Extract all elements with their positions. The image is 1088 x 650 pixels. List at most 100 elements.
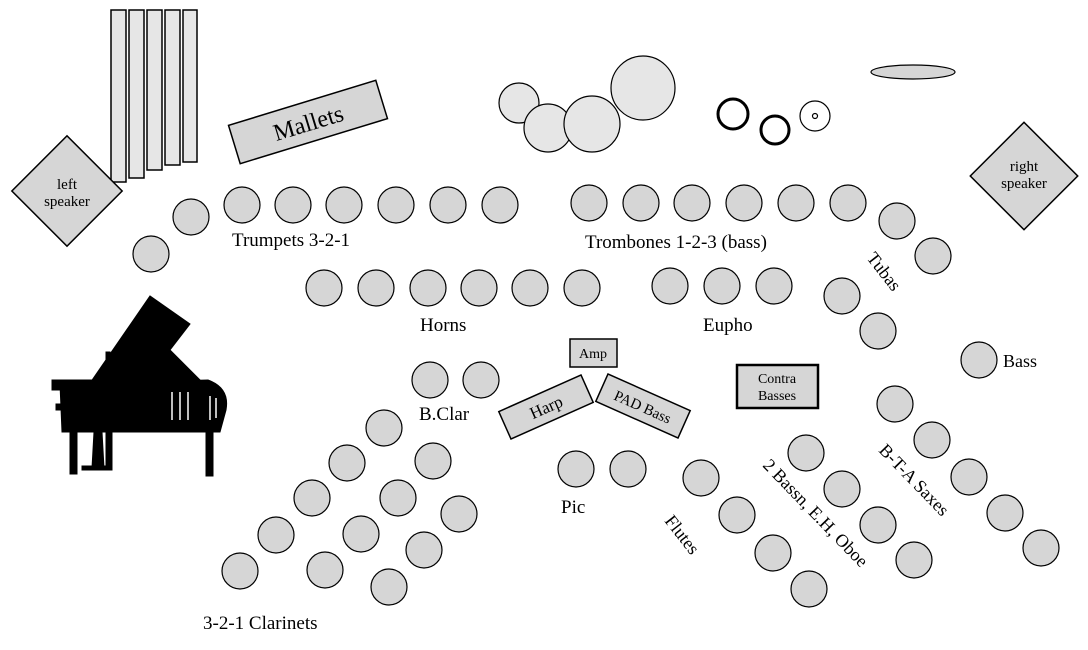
seat xyxy=(405,531,443,569)
seat xyxy=(325,186,363,224)
seat xyxy=(305,269,343,307)
seat xyxy=(914,237,952,275)
chimes-icon xyxy=(110,9,198,183)
seat xyxy=(790,570,828,608)
horn-seats xyxy=(305,269,601,307)
seat xyxy=(950,458,988,496)
seat xyxy=(876,385,914,423)
seat xyxy=(895,541,933,579)
seat xyxy=(754,534,792,572)
seat xyxy=(755,267,793,305)
seat xyxy=(460,269,498,307)
horns-label: Horns xyxy=(420,315,466,336)
seat xyxy=(913,421,951,459)
seat xyxy=(414,442,452,480)
pic-label: Pic xyxy=(561,497,585,518)
seat xyxy=(462,361,500,399)
trombones-label: Trombones 1-2-3 (bass) xyxy=(585,232,767,253)
seat xyxy=(511,269,549,307)
seat xyxy=(293,479,331,517)
seat xyxy=(829,184,867,222)
seat xyxy=(306,551,344,589)
seat xyxy=(777,184,815,222)
flutes-label: Flutes xyxy=(661,511,704,558)
harp-box: Harp xyxy=(497,374,595,440)
left-speaker-label-2: speaker xyxy=(44,194,90,210)
euphonium-seats xyxy=(651,267,793,305)
seat xyxy=(172,198,210,236)
seat xyxy=(557,450,595,488)
seat xyxy=(823,277,861,315)
seat xyxy=(622,184,660,222)
seat xyxy=(823,470,861,508)
bass-label: Bass xyxy=(1003,351,1037,371)
seat xyxy=(379,479,417,517)
clarinet-seats xyxy=(221,409,478,606)
seat xyxy=(365,409,403,447)
contra-basses-label-2: Basses xyxy=(758,389,796,404)
b-clar-label: B.Clar xyxy=(419,404,470,425)
sax-seats xyxy=(876,385,1060,567)
right-speaker xyxy=(969,121,1079,231)
amp-label: Amp xyxy=(579,347,607,362)
left-speaker xyxy=(10,134,124,248)
seat xyxy=(725,184,763,222)
flute-seats xyxy=(682,459,828,608)
right-speaker-label-2: speaker xyxy=(1001,176,1047,192)
contra-basses-label-1: Contra xyxy=(758,372,797,387)
bass-seat xyxy=(960,341,998,379)
seat xyxy=(609,450,647,488)
mallets-box: Mallets xyxy=(227,79,389,165)
seat xyxy=(787,434,825,472)
seat xyxy=(221,552,259,590)
tubas-label: Tubas xyxy=(863,248,905,294)
left-speaker-label-1: left xyxy=(57,177,78,193)
cymbal-icon xyxy=(870,64,956,80)
seat xyxy=(878,202,916,240)
seat xyxy=(274,186,312,224)
seat xyxy=(370,568,408,606)
seat xyxy=(570,184,608,222)
seat xyxy=(429,186,467,224)
seat xyxy=(132,235,170,273)
piano-strings-detail xyxy=(171,392,217,420)
piccolo-seats xyxy=(557,450,647,488)
seat xyxy=(377,186,415,224)
double-reed-seats xyxy=(787,434,933,579)
drum-icon xyxy=(716,97,791,146)
timpani-icon xyxy=(498,55,676,153)
seat xyxy=(859,312,897,350)
contra-basses-box xyxy=(735,363,820,410)
seat xyxy=(342,515,380,553)
seat xyxy=(703,267,741,305)
seat xyxy=(986,494,1024,532)
tuba-seats xyxy=(823,202,952,350)
seat xyxy=(440,495,478,533)
seat xyxy=(409,269,447,307)
amp-box xyxy=(569,338,618,368)
seat xyxy=(357,269,395,307)
seat xyxy=(673,184,711,222)
trumpet-seats xyxy=(132,186,519,273)
seat xyxy=(859,506,897,544)
seat xyxy=(411,361,449,399)
trombone-seats xyxy=(570,184,867,222)
seat xyxy=(718,496,756,534)
bass-clarinet-seats xyxy=(411,361,500,399)
piano-icon xyxy=(51,295,228,477)
clarinets-label: 3-2-1 Clarinets xyxy=(203,613,318,634)
seat xyxy=(223,186,261,224)
seat xyxy=(1022,529,1060,567)
trumpets-label: Trumpets 3-2-1 xyxy=(232,230,350,251)
seat xyxy=(257,516,295,554)
right-speaker-label-1: right xyxy=(1010,159,1039,175)
seat xyxy=(651,267,689,305)
seat xyxy=(328,444,366,482)
seat xyxy=(682,459,720,497)
seat xyxy=(481,186,519,224)
pad-bass-box: PAD Bass xyxy=(594,373,692,439)
bass-drum-icon xyxy=(799,100,831,132)
seat xyxy=(563,269,601,307)
eupho-label: Eupho xyxy=(703,315,753,336)
